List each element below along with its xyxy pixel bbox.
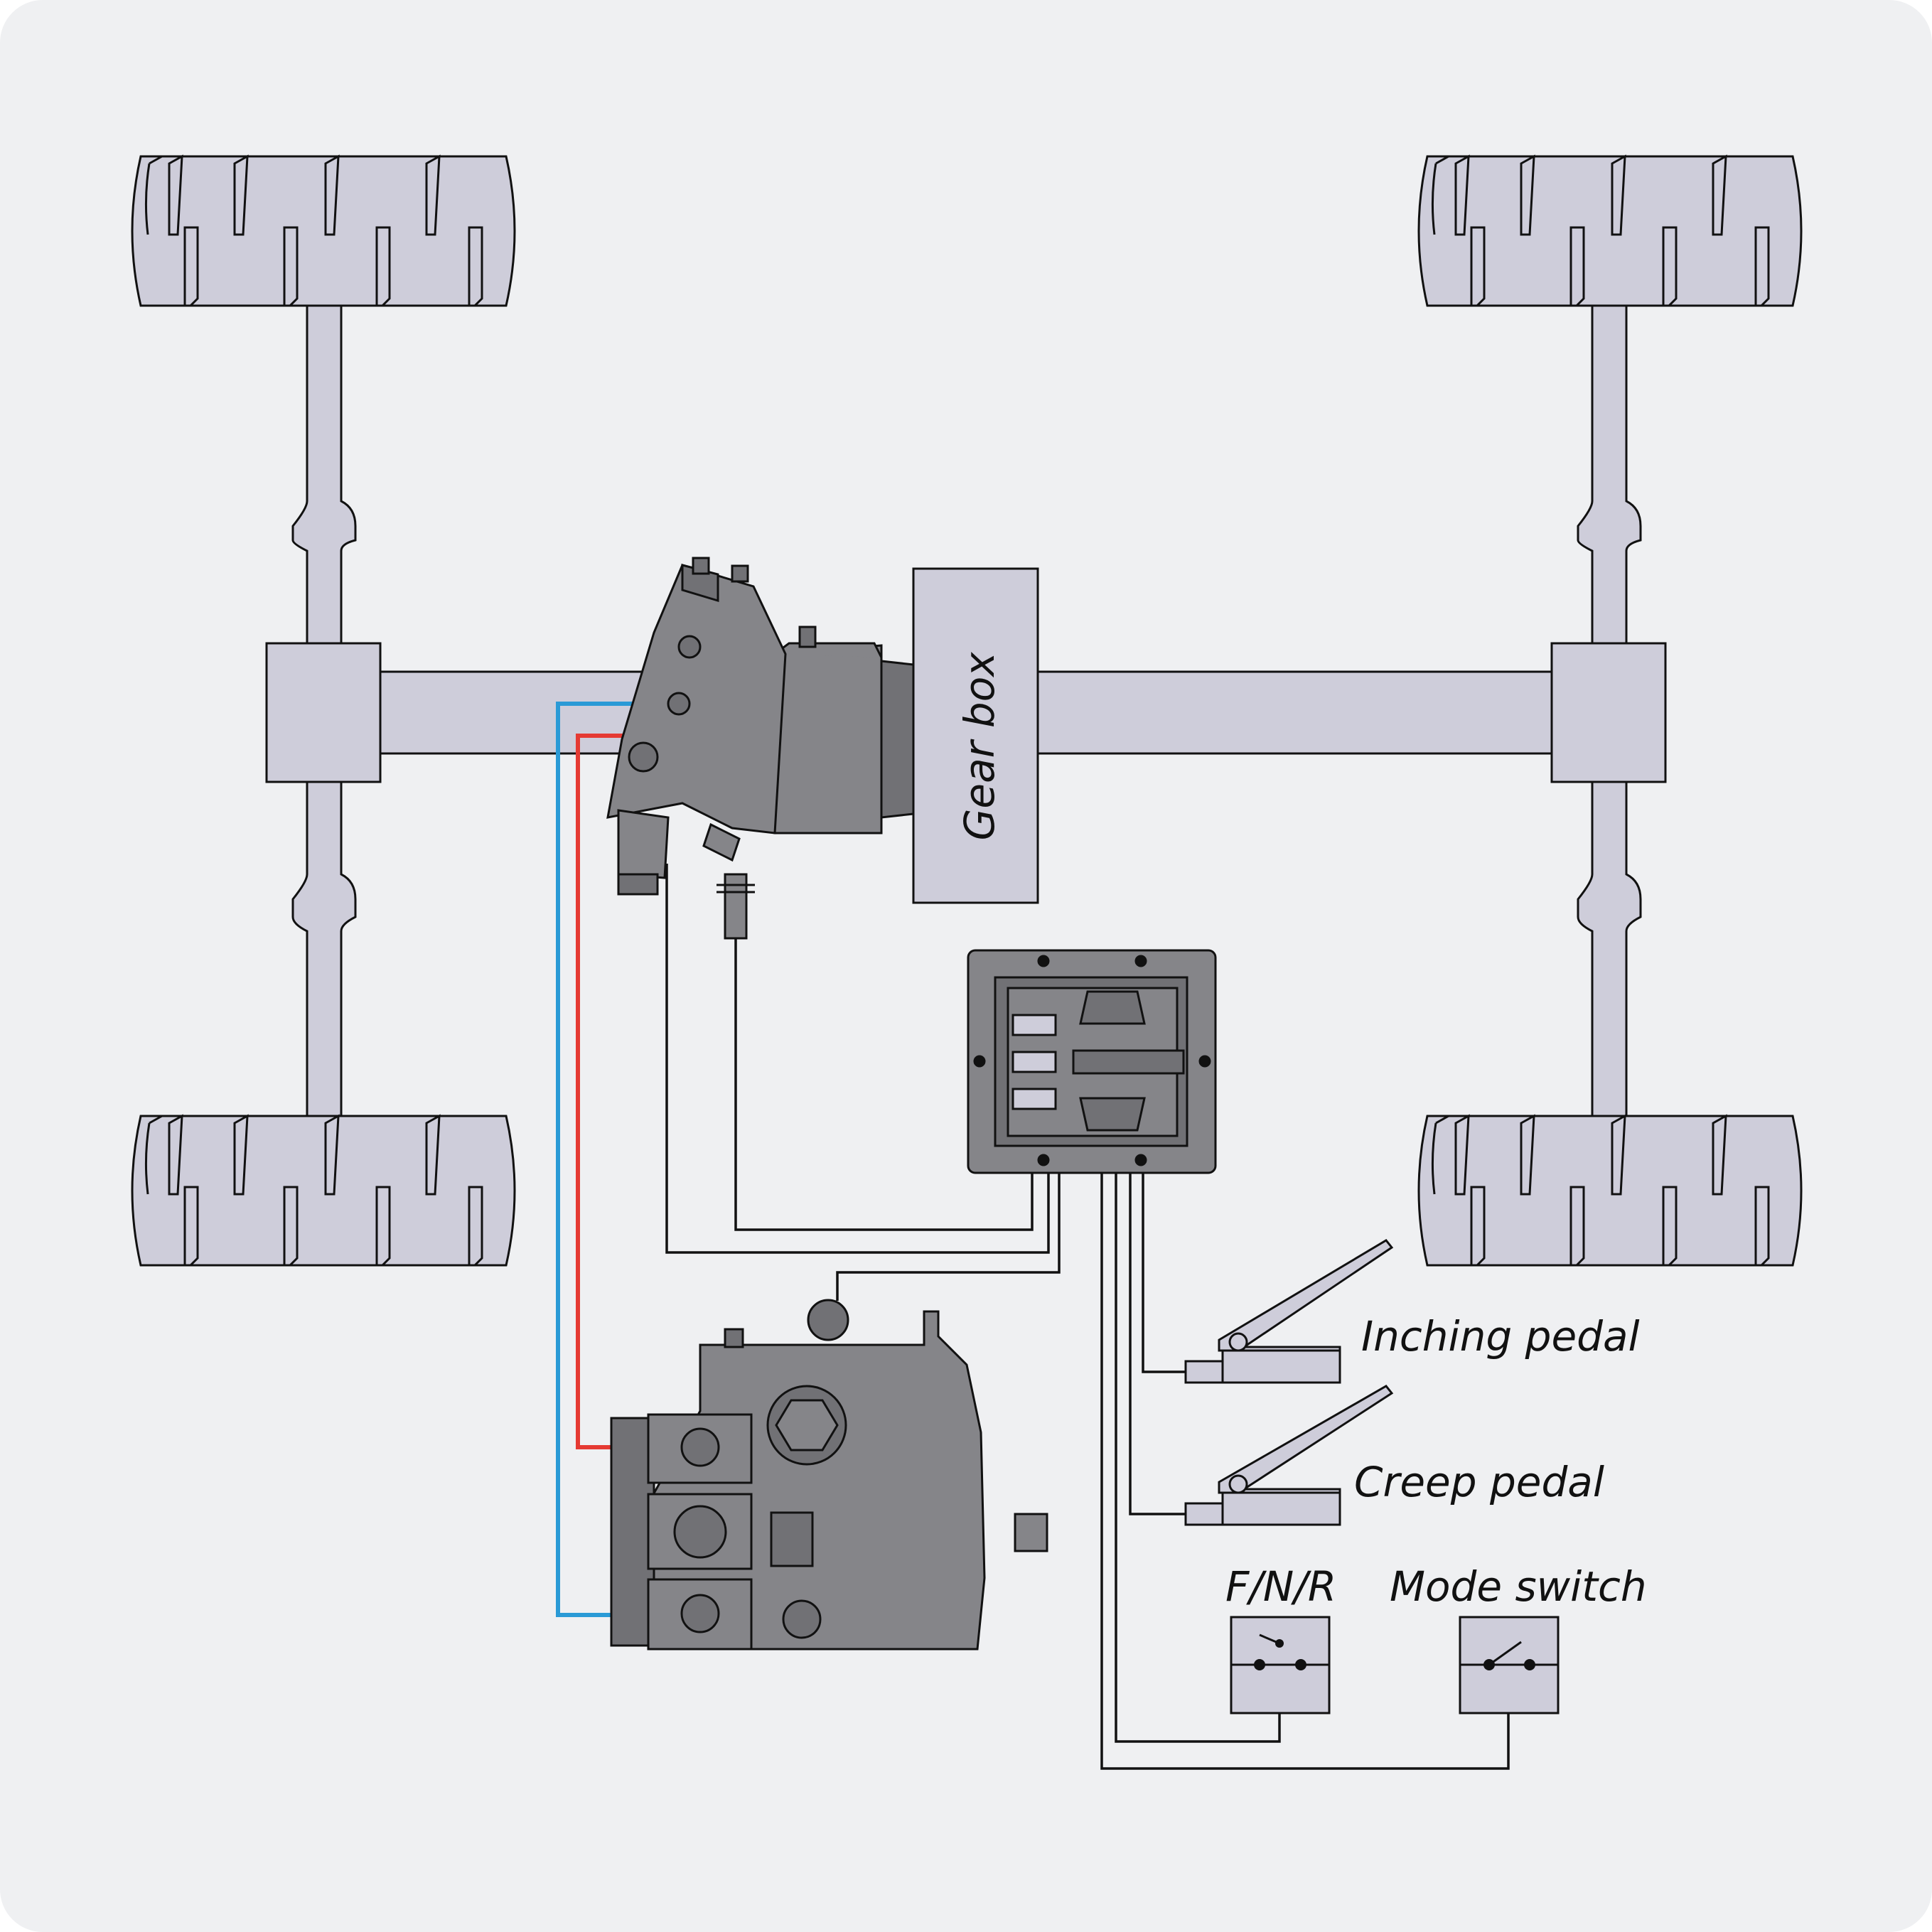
blue-hydraulic-line — [556, 702, 636, 1617]
tire-rear-right-icon — [1417, 1115, 1803, 1267]
left-differential — [265, 642, 382, 783]
gear-box: Gear box — [912, 567, 1039, 904]
fnr-label: F/N/R — [1225, 1562, 1336, 1611]
mode-switch-label: Mode switch — [1390, 1562, 1647, 1611]
creep-pedal-icon[interactable] — [1184, 1385, 1394, 1526]
hydraulic-motor-icon — [606, 557, 915, 896]
ecu-controller-icon — [967, 949, 1217, 1174]
fnr-switch-icon[interactable] — [1230, 1616, 1331, 1714]
hydraulic-pump-icon — [610, 1299, 1048, 1651]
gear-box-label: Gear box — [955, 652, 1004, 841]
right-differential — [1550, 642, 1667, 783]
mode-switch-icon[interactable] — [1459, 1616, 1560, 1714]
tire-front-right-icon — [1417, 155, 1803, 307]
creep-pedal-label: Creep pedal — [1354, 1458, 1604, 1506]
inching-pedal-label: Inching pedal — [1361, 1312, 1640, 1361]
speed-sensor-icon — [717, 873, 755, 940]
inching-pedal-icon[interactable] — [1184, 1239, 1394, 1384]
tire-front-left-icon — [131, 155, 516, 307]
tire-rear-left-icon — [131, 1115, 516, 1267]
wiring — [665, 864, 1510, 1770]
